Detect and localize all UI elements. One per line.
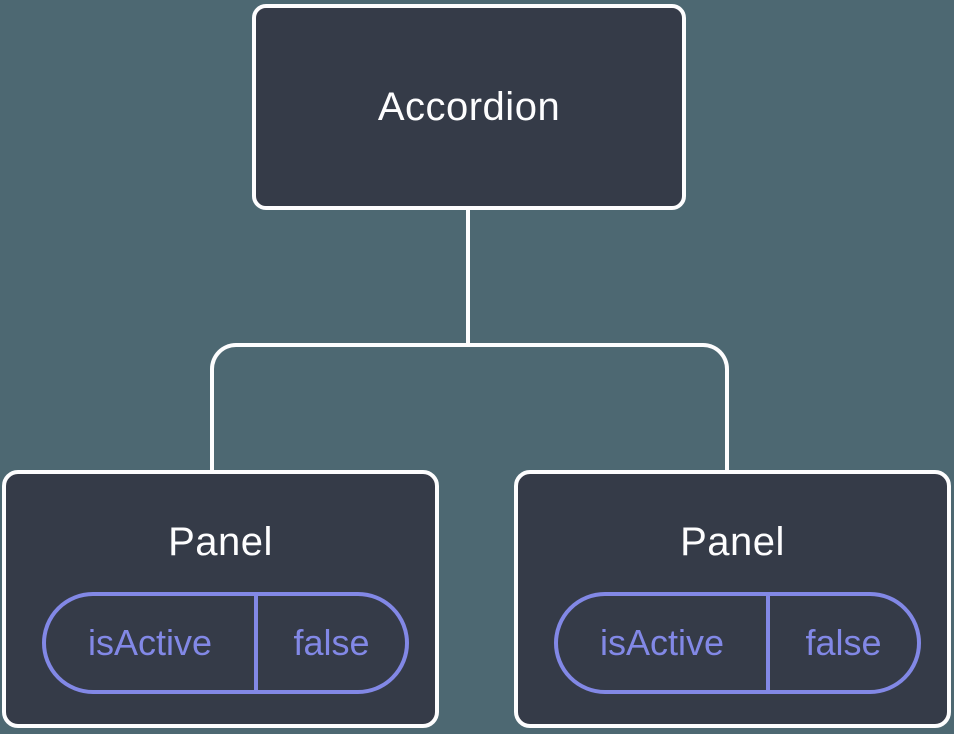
state-value-cell: false bbox=[770, 596, 917, 690]
panel-left-title: Panel bbox=[168, 520, 273, 564]
state-value-cell: false bbox=[258, 596, 405, 690]
accordion-node-label: Accordion bbox=[377, 84, 561, 129]
state-key-cell: isActive bbox=[46, 596, 258, 690]
state-key-cell: isActive bbox=[558, 596, 770, 690]
connector-bracket bbox=[210, 343, 729, 470]
state-value-label: false bbox=[805, 622, 882, 663]
state-key-label: isActive bbox=[599, 622, 725, 663]
panel-node-left: Panel isActive false bbox=[2, 470, 439, 728]
connector-stem bbox=[466, 210, 470, 347]
panel-right-state-pill: isActive false bbox=[554, 592, 921, 694]
accordion-node: Accordion bbox=[252, 4, 686, 210]
panel-node-right: Panel isActive false bbox=[514, 470, 951, 728]
state-value-label: false bbox=[293, 622, 370, 663]
panel-right-title: Panel bbox=[680, 520, 785, 564]
state-key-label: isActive bbox=[87, 622, 213, 663]
panel-left-state-pill: isActive false bbox=[42, 592, 409, 694]
